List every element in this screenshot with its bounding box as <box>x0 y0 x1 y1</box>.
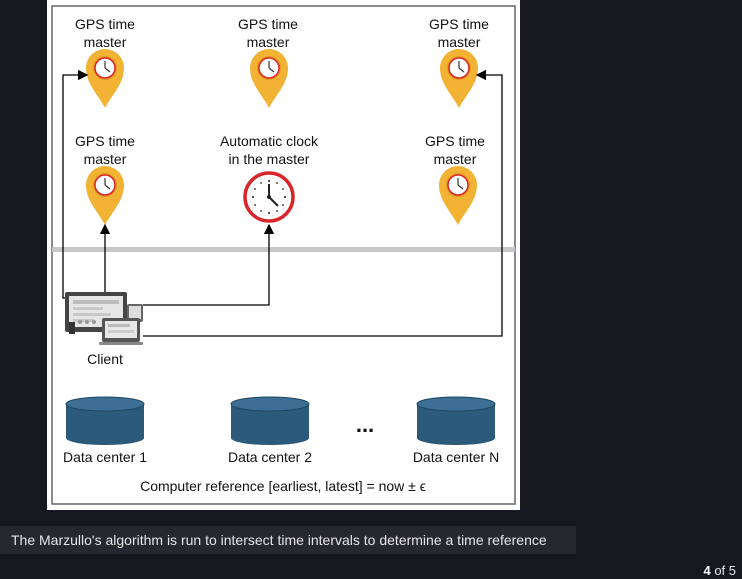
slide-pager[interactable]: 4 of 5 <box>703 563 736 578</box>
gps-master-label-line1: GPS time <box>238 16 298 32</box>
pager-total: of 5 <box>714 563 736 578</box>
database-icon <box>65 396 145 445</box>
diagram-frame: GPS time master GPS time master GPS time… <box>47 0 520 510</box>
datacenter-label: Data center N <box>413 449 499 465</box>
datacenter-label: Data center 2 <box>228 449 312 465</box>
gps-master-label-line1: GPS time <box>75 133 135 149</box>
gps-master-label-line2: master <box>438 34 481 50</box>
pager-current: 4 <box>703 563 711 578</box>
gps-master-label-line1: GPS time <box>429 16 489 32</box>
slide-caption: The Marzullo's algorithm is run to inter… <box>0 526 576 554</box>
auto-clock-label-line1: Automatic clock <box>220 133 319 149</box>
gps-master-label-line2: master <box>434 151 477 167</box>
client-to-clock-arrow <box>143 223 275 306</box>
gps-master-label-line2: master <box>84 34 127 50</box>
gps-pin-icon <box>86 48 124 108</box>
gps-master-label-line2: master <box>247 34 290 50</box>
gps-master-label-line2: master <box>84 151 127 167</box>
gps-master-label-line1: GPS time <box>75 16 135 32</box>
client-to-gps-arrow <box>143 69 503 337</box>
database-icon <box>230 396 310 445</box>
atomic-clock-icon <box>243 171 295 223</box>
datacenter-label: Data center 1 <box>63 449 147 465</box>
gps-pin-icon <box>86 165 124 225</box>
client-computer-icon <box>65 292 143 345</box>
gps-master-label-line1: GPS time <box>425 133 485 149</box>
ellipsis: ... <box>356 412 374 437</box>
gps-pin-icon <box>439 166 477 225</box>
region-divider <box>52 247 515 252</box>
auto-clock-label-line2: in the master <box>229 151 310 167</box>
client-to-gps-arrow <box>62 69 89 299</box>
database-icon <box>416 396 496 445</box>
reference-equation: Computer reference [earliest, latest] = … <box>140 478 426 494</box>
client-label: Client <box>87 351 123 367</box>
gps-pin-icon <box>250 49 288 108</box>
gps-pin-icon <box>440 49 478 108</box>
